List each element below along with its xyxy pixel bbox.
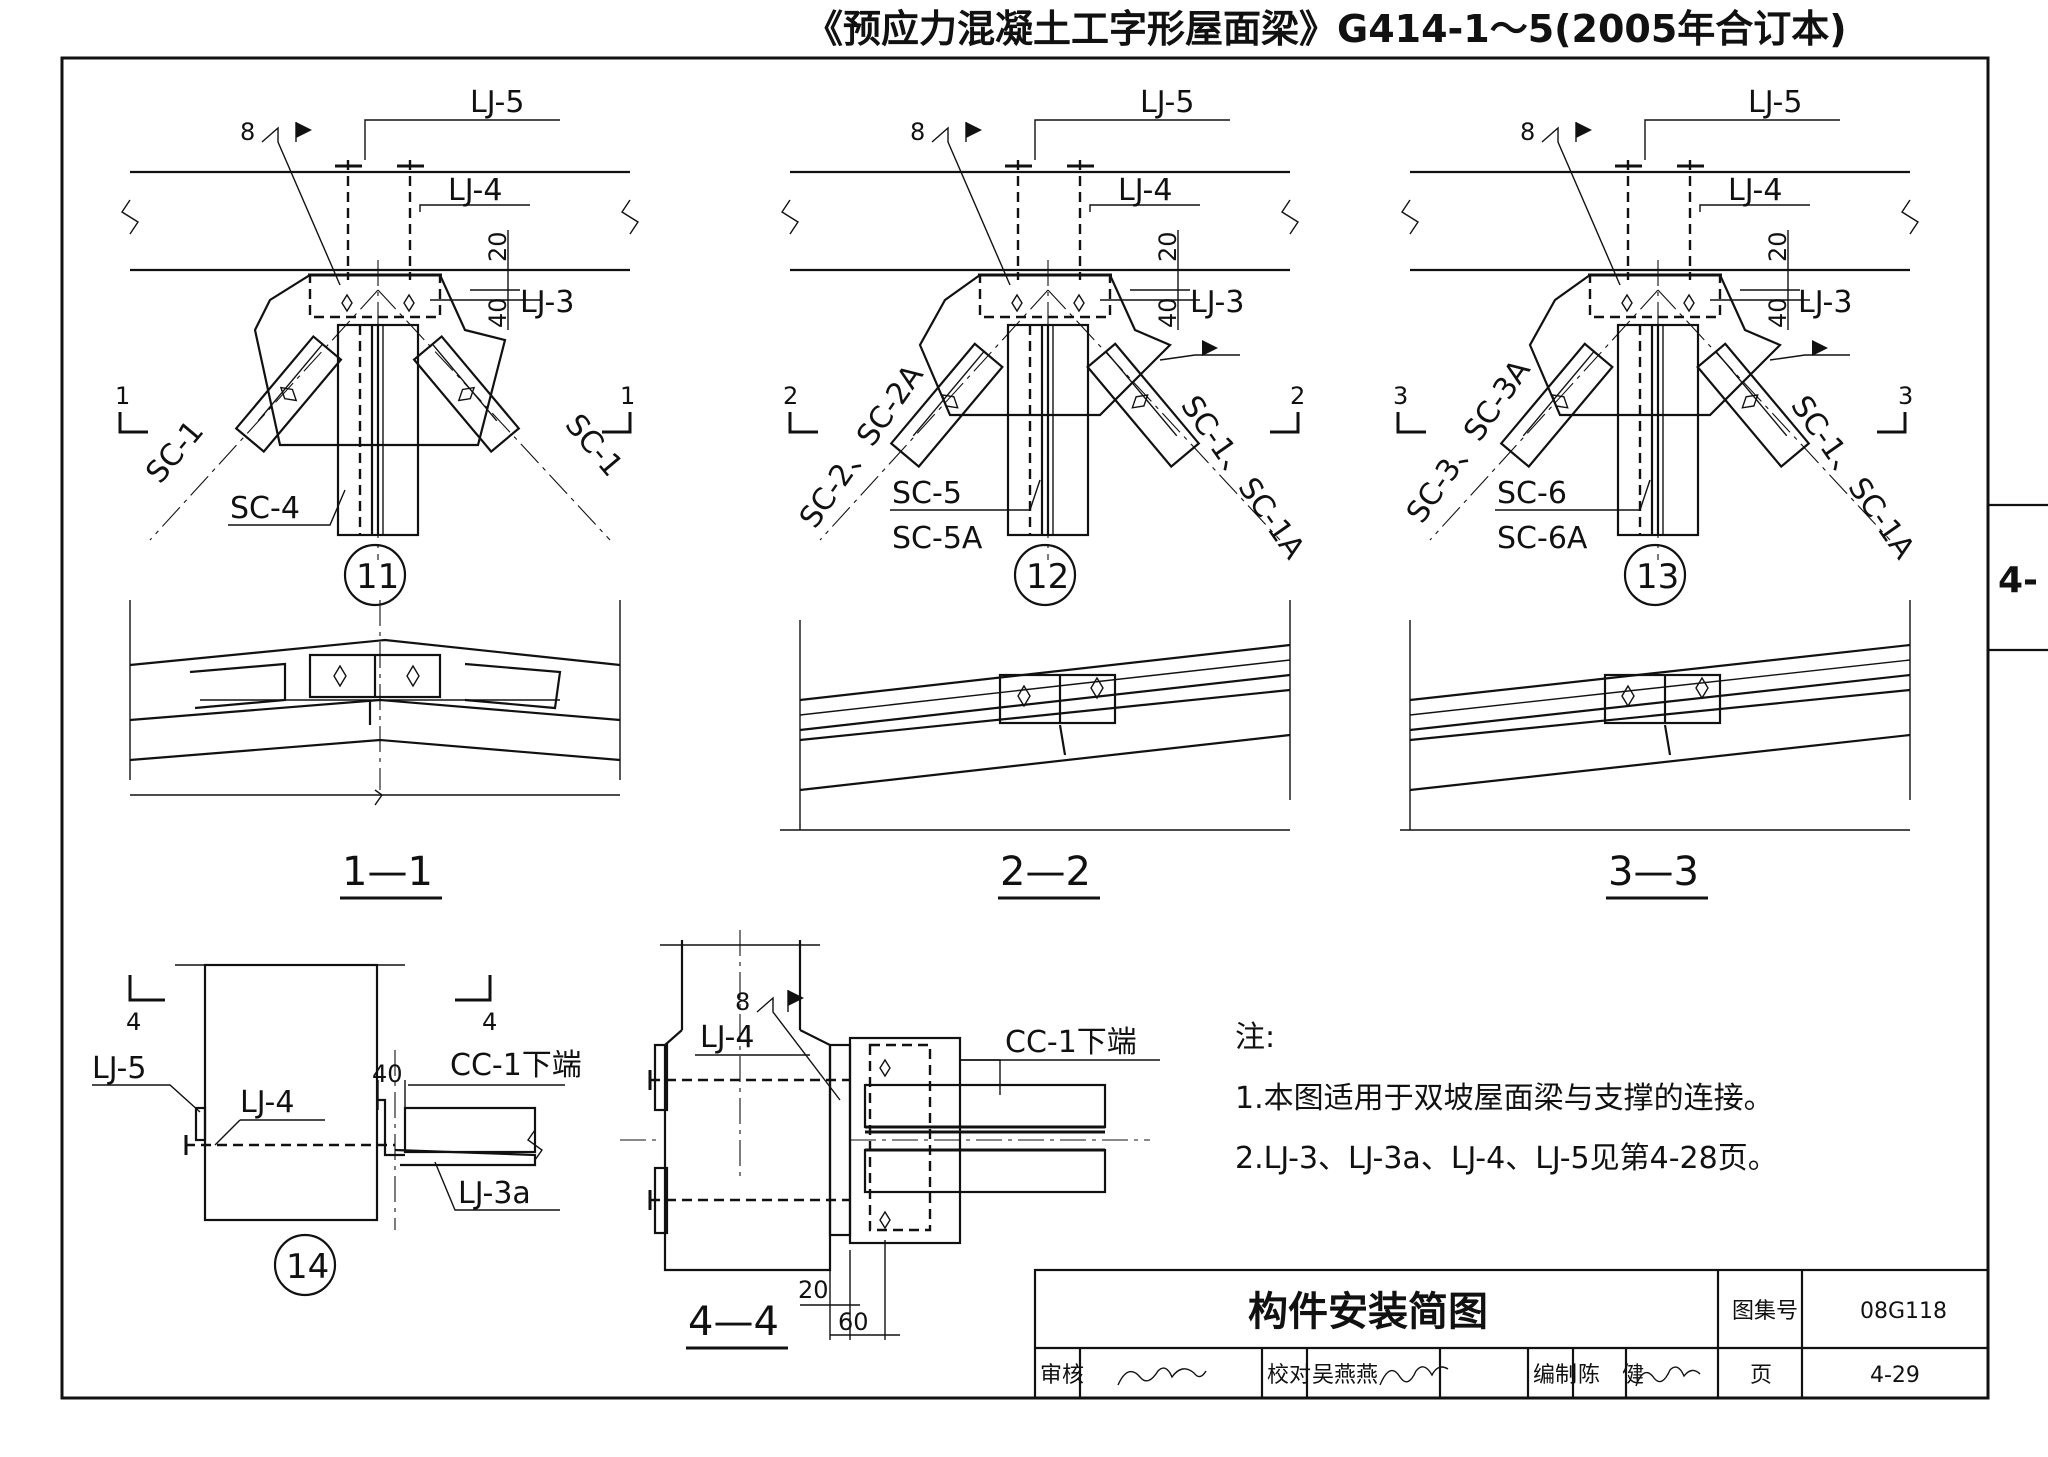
- side-tab-label: 4-: [1998, 560, 2038, 601]
- d11-label-lj4: LJ-4: [448, 173, 502, 208]
- s44-label-cc1: CC-1下端: [1005, 1025, 1137, 1060]
- d14-label-lj5: LJ-5: [92, 1051, 146, 1086]
- detail-14-number: 14: [286, 1247, 329, 1287]
- notes-heading: 注:: [1235, 1020, 1275, 1055]
- d11-label-lj3: LJ-3: [520, 285, 574, 320]
- s44-dim-20: 20: [798, 1276, 829, 1304]
- d12-label-lj4: LJ-4: [1118, 173, 1172, 208]
- d12-label-lj3: LJ-3: [1190, 285, 1244, 320]
- d14-label-lj3a: LJ-3a: [458, 1176, 531, 1211]
- detail-11: 20 40 LJ-3 LJ-4 LJ-5 8 1 1 SC-1 SC-1 SC-…: [115, 85, 639, 607]
- detail-11-number: 11: [356, 557, 399, 597]
- detail-11-circle: [343, 543, 407, 607]
- title-block: 构件安装简图 图集号 08G118 审核 校对 吴燕燕 编制 陈 健 页 4-2…: [1033, 1268, 1990, 1400]
- detail-14-circle: [273, 1233, 337, 1297]
- title-block-check-label: 校对: [1267, 1363, 1311, 1388]
- detail-13-circle: [1623, 543, 1687, 607]
- d13-dim-40: 40: [1764, 297, 1792, 328]
- reviewer-signature: [1117, 1367, 1207, 1386]
- detail-12: 20 40 LJ-3 LJ-4 LJ-5 8 2 2 SC-2、SC-2A SC…: [781, 85, 1312, 607]
- d11-dim-20: 20: [484, 231, 512, 262]
- d11-label-sc1-left: SC-1: [139, 414, 211, 490]
- d12-weld-8: 8: [910, 118, 925, 146]
- d13-label-sc6: SC-6: [1497, 476, 1567, 511]
- title-block-review-label: 审核: [1040, 1363, 1084, 1388]
- section-4-4: 8 LJ-4 CC-1下端 20 60 4—4: [620, 930, 1160, 1350]
- d13-sec-3-left: 3: [1393, 382, 1408, 410]
- s44-dim-60: 60: [838, 1308, 869, 1336]
- s44-label-lj4: LJ-4: [700, 1020, 754, 1055]
- section-2-2-title: 2—2: [1000, 849, 1091, 895]
- checker-signature: [1379, 1366, 1449, 1386]
- detail-12-number: 12: [1026, 557, 1069, 597]
- note-1: 1.本图适用于双坡屋面梁与支撑的连接。: [1235, 1081, 1774, 1116]
- section-1-1: 1—1: [129, 600, 621, 900]
- d12-sec-2-left: 2: [783, 382, 798, 410]
- title-block-page-no: 4-29: [1870, 1363, 1920, 1388]
- s44-weld-8: 8: [735, 988, 750, 1016]
- d12-label-sc1-1a: SC-1、SC-1A: [1173, 390, 1311, 566]
- d14-sec-4-left: 4: [126, 1008, 141, 1036]
- section-3-3-title: 3—3: [1608, 849, 1699, 895]
- d13-weld-8: 8: [1520, 118, 1535, 146]
- d11-label-lj5: LJ-5: [470, 85, 524, 120]
- section-1-1-title: 1—1: [342, 849, 433, 895]
- d12-label-lj5: LJ-5: [1140, 85, 1194, 120]
- section-2-2: 2—2: [780, 600, 1291, 900]
- d13-dim-20: 20: [1764, 231, 1792, 262]
- title-block-drawing-title: 构件安装简图: [1248, 1289, 1488, 1335]
- compiler-signature: [1635, 1366, 1701, 1387]
- drawing-frame: [60, 56, 1990, 1400]
- section-4-4-title: 4—4: [688, 1299, 779, 1345]
- d14-dim-40: 40: [372, 1060, 403, 1088]
- d11-weld-8: 8: [240, 118, 255, 146]
- title-block-compile-label: 编制: [1533, 1363, 1577, 1388]
- d14-sec-4-right: 4: [482, 1008, 497, 1036]
- d12-label-sc5: SC-5: [892, 476, 962, 511]
- title-block-checker: 吴燕燕: [1312, 1363, 1378, 1388]
- d13-label-lj3: LJ-3: [1798, 285, 1852, 320]
- d11-sec-1-left: 1: [115, 382, 130, 410]
- detail-13-number: 13: [1636, 557, 1679, 597]
- d13-sec-3-right: 3: [1898, 382, 1913, 410]
- note-2: 2.LJ-3、LJ-3a、LJ-4、LJ-5见第4-28页。: [1235, 1141, 1778, 1176]
- d12-dim-20: 20: [1154, 231, 1182, 262]
- d12-label-sc5a: SC-5A: [892, 521, 983, 556]
- d14-label-lj4: LJ-4: [240, 1085, 294, 1120]
- d11-dim-40: 40: [484, 297, 512, 328]
- title-block-atlas-label: 图集号: [1732, 1299, 1798, 1324]
- title-block-compiler: 陈 健: [1578, 1363, 1644, 1388]
- detail-12-circle: [1013, 543, 1077, 607]
- d14-label-cc1: CC-1下端: [450, 1048, 582, 1083]
- detail-14: 4 4 LJ-5 LJ-4 40 CC-1下端 LJ-3a 14: [92, 963, 582, 1297]
- notes: 注: 1.本图适用于双坡屋面梁与支撑的连接。 2.LJ-3、LJ-3a、LJ-4…: [1235, 1020, 1778, 1176]
- detail-13: 20 40 LJ-3 LJ-4 LJ-5 8 3 3 SC-3、SC-3A SC…: [1393, 85, 1922, 607]
- title-block-atlas-no: 08G118: [1860, 1299, 1947, 1324]
- d12-sec-2-right: 2: [1290, 382, 1305, 410]
- d13-label-sc1-1a: SC-1、SC-1A: [1783, 390, 1921, 566]
- section-3-3: 3—3: [1400, 600, 1911, 900]
- d13-label-lj4: LJ-4: [1728, 173, 1782, 208]
- d11-label-sc4: SC-4: [230, 491, 300, 526]
- d12-dim-40: 40: [1154, 297, 1182, 328]
- d11-sec-1-right: 1: [620, 382, 635, 410]
- d13-label-lj5: LJ-5: [1748, 85, 1802, 120]
- d13-label-sc6a: SC-6A: [1497, 521, 1588, 556]
- title-block-page-label: 页: [1750, 1363, 1772, 1388]
- header-title: 《预应力混凝土工字形屋面梁》G414-1～5(2005年合订本): [805, 7, 1847, 51]
- d11-label-sc1-right: SC-1: [558, 408, 630, 484]
